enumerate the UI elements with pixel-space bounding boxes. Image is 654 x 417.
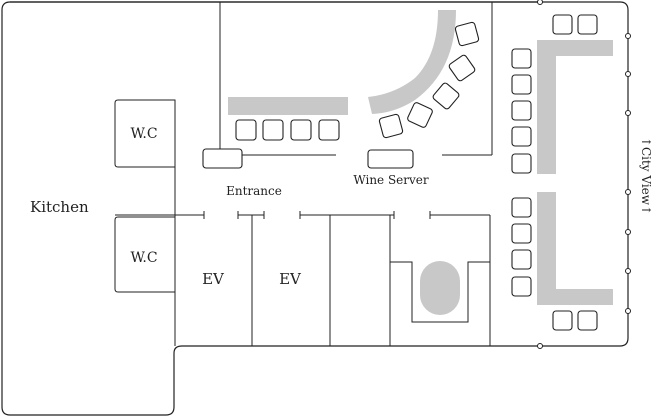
window-seat <box>552 310 573 331</box>
curved-counter <box>368 10 456 114</box>
city-view-label: ↑City View↑ <box>639 137 653 215</box>
window-marker <box>625 308 631 314</box>
dining-seat <box>290 119 312 141</box>
window-marker <box>625 229 631 235</box>
dining-seat <box>318 119 340 141</box>
ev-right-label: EV <box>279 270 302 288</box>
dining-seat <box>235 119 257 141</box>
window-seat <box>511 153 532 174</box>
window-seat <box>511 74 532 95</box>
window-seat <box>511 48 532 69</box>
kitchen-label: Kitchen <box>30 198 89 216</box>
wc-upper-room <box>114 99 176 168</box>
entrance-reception <box>202 148 243 169</box>
wc-upper-label: W.C <box>130 126 157 142</box>
dining-seat <box>262 119 284 141</box>
curved-seat <box>448 54 476 82</box>
window-marker <box>625 33 631 39</box>
wc-lower-room <box>114 216 175 293</box>
curved-seat <box>407 102 433 128</box>
window-counter-lower <box>537 192 613 305</box>
window-seat <box>511 197 532 218</box>
kitchen-outer-wall <box>1 1 629 416</box>
window-seat <box>511 100 532 121</box>
window-seat <box>511 126 532 147</box>
curved-seat <box>432 82 460 110</box>
window-marker <box>625 268 631 274</box>
window-seat <box>511 223 532 244</box>
window-marker <box>625 189 631 195</box>
entrance-label: Entrance <box>226 184 282 198</box>
wc-lower-label: W.C <box>130 250 157 266</box>
wine-server-label: Wine Server <box>353 173 429 187</box>
window-seat <box>577 14 598 35</box>
curved-seat <box>378 113 404 139</box>
window-seat <box>552 14 573 35</box>
window-marker <box>537 0 543 5</box>
window-marker <box>537 343 543 349</box>
lounge-table <box>420 261 460 315</box>
window-markers <box>537 0 631 349</box>
curved-seat <box>454 21 480 47</box>
dining-counter <box>228 97 348 115</box>
window-counter-upper <box>537 40 613 174</box>
wine-server-unit <box>367 149 414 169</box>
window-seat <box>577 310 598 331</box>
window-marker <box>625 71 631 77</box>
lounge-booth <box>390 261 490 323</box>
window-seat <box>511 276 532 297</box>
ev-left-label: EV <box>202 270 225 288</box>
window-marker <box>625 110 631 116</box>
window-seat <box>511 249 532 270</box>
